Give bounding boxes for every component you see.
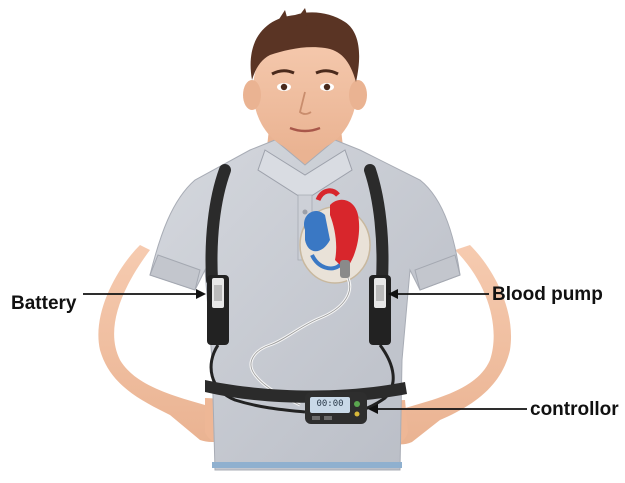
battery-label: Battery xyxy=(11,294,76,313)
battery-right xyxy=(369,275,391,345)
head xyxy=(243,8,367,152)
blood-pump-label: Blood pump xyxy=(492,285,603,304)
controller-display: 00:00 xyxy=(311,399,349,409)
battery-left xyxy=(207,275,229,345)
controller-label: controllor xyxy=(530,400,619,419)
